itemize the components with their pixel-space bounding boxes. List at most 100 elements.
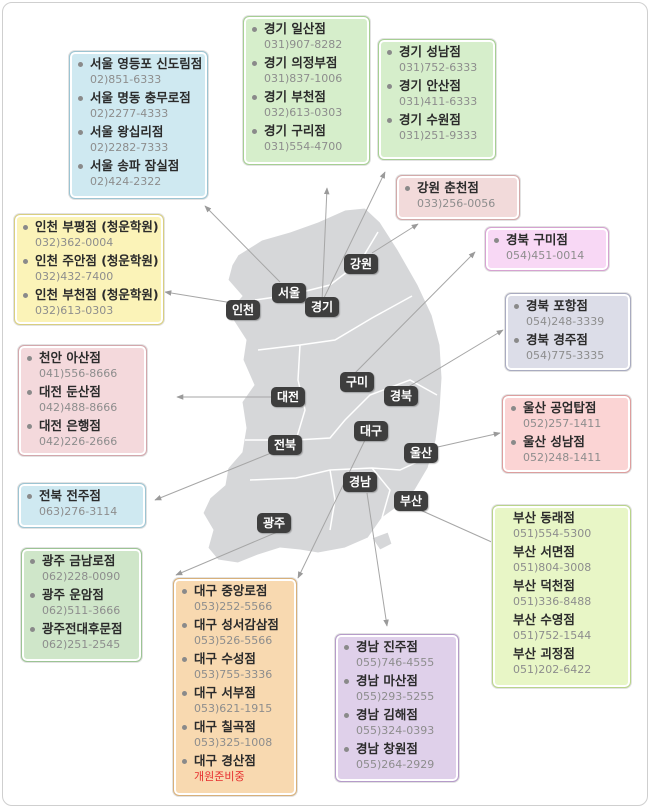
branch-phone: 051)752-1544: [513, 629, 592, 642]
branch-phone: 055)324-0393: [356, 724, 435, 737]
branch-entry[interactable]: 경남 김해점 055)324-0393: [342, 707, 452, 738]
map-label-gwangju[interactable]: 광주: [257, 513, 292, 533]
branch-name: 경북 경주점: [526, 332, 588, 347]
branch-name: 경북 구미점: [506, 232, 568, 247]
branch-phone: 062)228-0090: [42, 570, 121, 583]
branch-entry[interactable]: 경북 경주점 054)775-3335: [512, 332, 624, 363]
map-label-incheon[interactable]: 인천: [226, 300, 261, 320]
geoje-island: [371, 531, 393, 551]
map-label-daegu[interactable]: 대구: [354, 421, 389, 441]
branch-phone: 042)226-2666: [39, 435, 118, 448]
branch-entry[interactable]: 전북 전주점 063)276-3114: [25, 488, 139, 519]
branch-phone: 032)613-0303: [264, 106, 343, 119]
branch-phone: 032)613-0303: [35, 304, 114, 317]
branch-entry[interactable]: 광주 금남로점 062)228-0090: [28, 553, 135, 584]
branch-phone: 031)411-6333: [399, 95, 478, 108]
branch-name: 광주 운암점: [42, 587, 104, 602]
branch-name: 경남 진주점: [356, 639, 418, 654]
branch-name: 경북 포항점: [526, 298, 588, 313]
branch-phone: 063)276-3114: [39, 505, 118, 518]
branch-entry[interactable]: 대구 칠곡점 053)325-1008: [180, 719, 290, 750]
map-label-gumi[interactable]: 구미: [340, 372, 375, 392]
map-label-busan[interactable]: 부산: [394, 491, 429, 511]
branch-entry[interactable]: 부산 덕천점 051)336-8488: [499, 578, 624, 609]
branch-phone: 041)556-8666: [39, 367, 118, 380]
branch-name: 대구 칠곡점: [194, 719, 256, 734]
map-label-gangwon[interactable]: 강원: [344, 254, 379, 274]
map-label-daejeon[interactable]: 대전: [271, 387, 306, 407]
branch-entry[interactable]: 경남 진주점 055)746-4555: [342, 639, 452, 670]
branch-phone: 02)2277-4333: [90, 107, 169, 120]
branch-name: 광주 금남로점: [42, 553, 116, 568]
branch-name: 대구 수성점: [194, 651, 256, 666]
branch-name: 전북 전주점: [39, 488, 101, 503]
map-label-gyeongbuk[interactable]: 경북: [384, 386, 419, 406]
branch-phone: 053)252-5566: [194, 600, 273, 613]
branch-phone: 031)251-9333: [399, 129, 478, 142]
map-label-jeonbuk[interactable]: 전북: [268, 435, 303, 455]
branch-name: 경남 창원점: [356, 741, 418, 756]
branch-entry[interactable]: 인천 주안점 (청운학원)032)432-7400: [21, 253, 159, 284]
branch-phone: 055)746-4555: [356, 656, 435, 669]
map-label-gyeonggi[interactable]: 경기: [305, 297, 340, 317]
branch-phone: 02)2282-7333: [90, 141, 169, 154]
branch-name: 서울 명동 충무로점: [90, 90, 191, 105]
branch-entry[interactable]: 인천 부평점 (청운학원)032)362-0004: [21, 219, 159, 250]
map-label-seoul[interactable]: 서울: [272, 283, 307, 303]
branch-entry[interactable]: 서울 명동 충무로점 02)2277-4333: [76, 90, 201, 121]
branch-name: 부산 괴정점: [513, 646, 575, 661]
branch-phone: 051)336-8488: [513, 595, 592, 608]
branch-box-jeonbuk: 전북 전주점 063)276-3114: [18, 483, 146, 528]
branch-name: 경남 김해점: [356, 707, 418, 722]
branch-name: 부산 덕천점: [513, 578, 575, 593]
branch-entry[interactable]: 인천 부천점 (청운학원)032)613-0303: [21, 287, 159, 318]
branch-phone: 053)621-1915: [194, 702, 273, 715]
map-label-ulsan[interactable]: 울산: [404, 443, 439, 463]
branch-entry[interactable]: 경북 포항점 054)248-3339: [512, 298, 624, 329]
branch-phone: 032)432-7400: [35, 270, 114, 283]
map-label-gyeongnam[interactable]: 경남: [343, 472, 378, 492]
branch-name: 강원 춘천점: [417, 180, 479, 195]
branch-phone: 054)775-3335: [526, 349, 605, 362]
branch-name: 경기 성남점: [399, 44, 461, 59]
branch-name: 인천 부평점 (청운학원): [35, 219, 159, 234]
branch-phone: 02)851-6333: [90, 73, 162, 86]
branch-phone: 053)325-1008: [194, 736, 273, 749]
branch-name: 광주전대후문점: [42, 621, 123, 636]
branch-name: 경기 의정부점: [264, 55, 338, 70]
branch-phone: 054)248-3339: [526, 315, 605, 328]
